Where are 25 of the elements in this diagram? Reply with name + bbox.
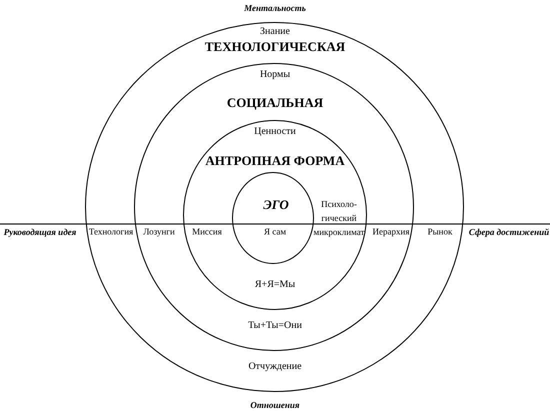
- ring-label: Иерархия: [372, 226, 410, 238]
- ring-label: Я сам: [264, 226, 286, 238]
- axis-label: Руководящая идея: [4, 227, 76, 237]
- ring-label: Психоло- гический микроклимат: [313, 198, 365, 239]
- ring-title: ТЕХНОЛОГИЧЕСКАЯ: [204, 39, 346, 55]
- ring-label: Технология: [88, 226, 134, 238]
- ring-ellipse: [183, 120, 367, 310]
- ring-ellipse: [232, 172, 314, 264]
- axis-label: Ментальность: [244, 3, 306, 13]
- ring-label: Ты+Ты=Они: [248, 320, 302, 332]
- ring-label: Ценности: [254, 126, 296, 138]
- ring-ellipse: [85, 22, 464, 392]
- ring-ellipse: [134, 63, 414, 351]
- ring-title: ЭГО: [263, 197, 289, 213]
- ring-title: СОЦИАЛЬНАЯ: [226, 95, 324, 111]
- ring-label: Отчуждение: [248, 361, 302, 373]
- ring-label: Миссия: [192, 226, 222, 238]
- ring-label: Я+Я=Мы: [254, 279, 296, 291]
- axis-label: Отношения: [250, 400, 300, 410]
- ring-label: Рынок: [428, 226, 452, 238]
- ring-title: АНТРОПНАЯ ФОРМА: [205, 153, 345, 169]
- ring-label: Нормы: [260, 69, 290, 81]
- ring-label: Лозунги: [143, 226, 175, 238]
- ring-label: Знание: [260, 26, 290, 38]
- axis-label: Сфера достижений: [468, 227, 550, 237]
